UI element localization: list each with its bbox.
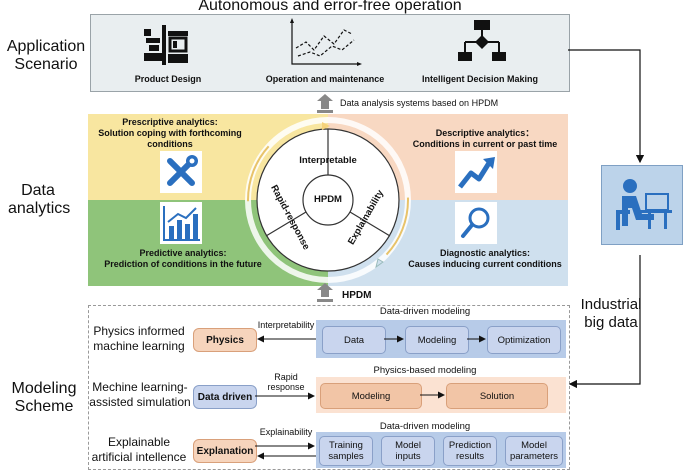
page-title: Autonomous and error-free operation [198,0,462,14]
row3-step-training-samples: Training samples [319,436,373,466]
row3-step-model-parameters: Model parameters [505,436,563,466]
row3-arrow-label: Explainability [259,427,313,437]
row2-left-label: Mechine learning- assisted simulation [89,380,191,409]
user-computer-icon [601,165,683,245]
magnifier-icon [455,202,497,244]
side-label-analytics: Data analytics [8,182,71,217]
row2-step-solution: Solution [446,383,548,409]
predictive-text: Predictive analytics: Prediction of cond… [104,248,262,269]
circle-center-label: HPDM [314,194,342,205]
data-driven-tag: Data driven [193,385,257,409]
prescriptive-text: Prescriptive analytics: Solution coping … [98,117,242,149]
row1-panel-title: Data-driven modeling [379,306,471,317]
explanation-tag: Explanation [193,439,257,463]
tools-icon [160,151,202,193]
side-label-big-data: Industrial big data [580,296,642,331]
lower-arrow-label: HPDM [342,290,372,301]
circle-top-label: Interpretable [299,155,357,166]
row1-arrow-label: Interpretability [257,320,315,330]
row3-panel-title: Data-driven modeling [379,421,471,432]
descriptive-text: Descriptive analytics： Conditions in cur… [412,128,558,149]
scenario-label-product-design: Product Design [134,74,202,84]
physics-tag: Physics [193,328,257,352]
scenario-label-operation: Operation and maintenance [265,74,385,84]
row3-step-model-inputs: Model inputs [381,436,435,466]
side-label-application: Application Scenario [6,38,86,73]
row3-left-label: Explainable artificial intellence [91,435,187,464]
bar-chart-icon [160,202,202,244]
diagnostic-text: Diagnostic analytics: Causes inducing cu… [408,248,562,269]
row1-step-modeling: Modeling [405,326,469,354]
upper-arrow-label: Data analysis systems based on HPDM [340,98,499,108]
row2-arrow-label: Rapid response [267,372,305,392]
row1-step-data: Data [322,326,386,354]
row1-step-optimization: Optimization [487,326,561,354]
row1-left-label: Physics informed machine learning [93,324,185,353]
trend-up-icon [455,151,497,193]
row2-panel-title: Physics-based modeling [373,365,477,376]
side-label-modeling: Modeling Scheme [11,380,77,415]
scenario-label-decision: Intelligent Decision Making [421,74,538,84]
row3-step-prediction-results: Prediction results [443,436,497,466]
row2-step-modeling: Modeling [320,383,422,409]
